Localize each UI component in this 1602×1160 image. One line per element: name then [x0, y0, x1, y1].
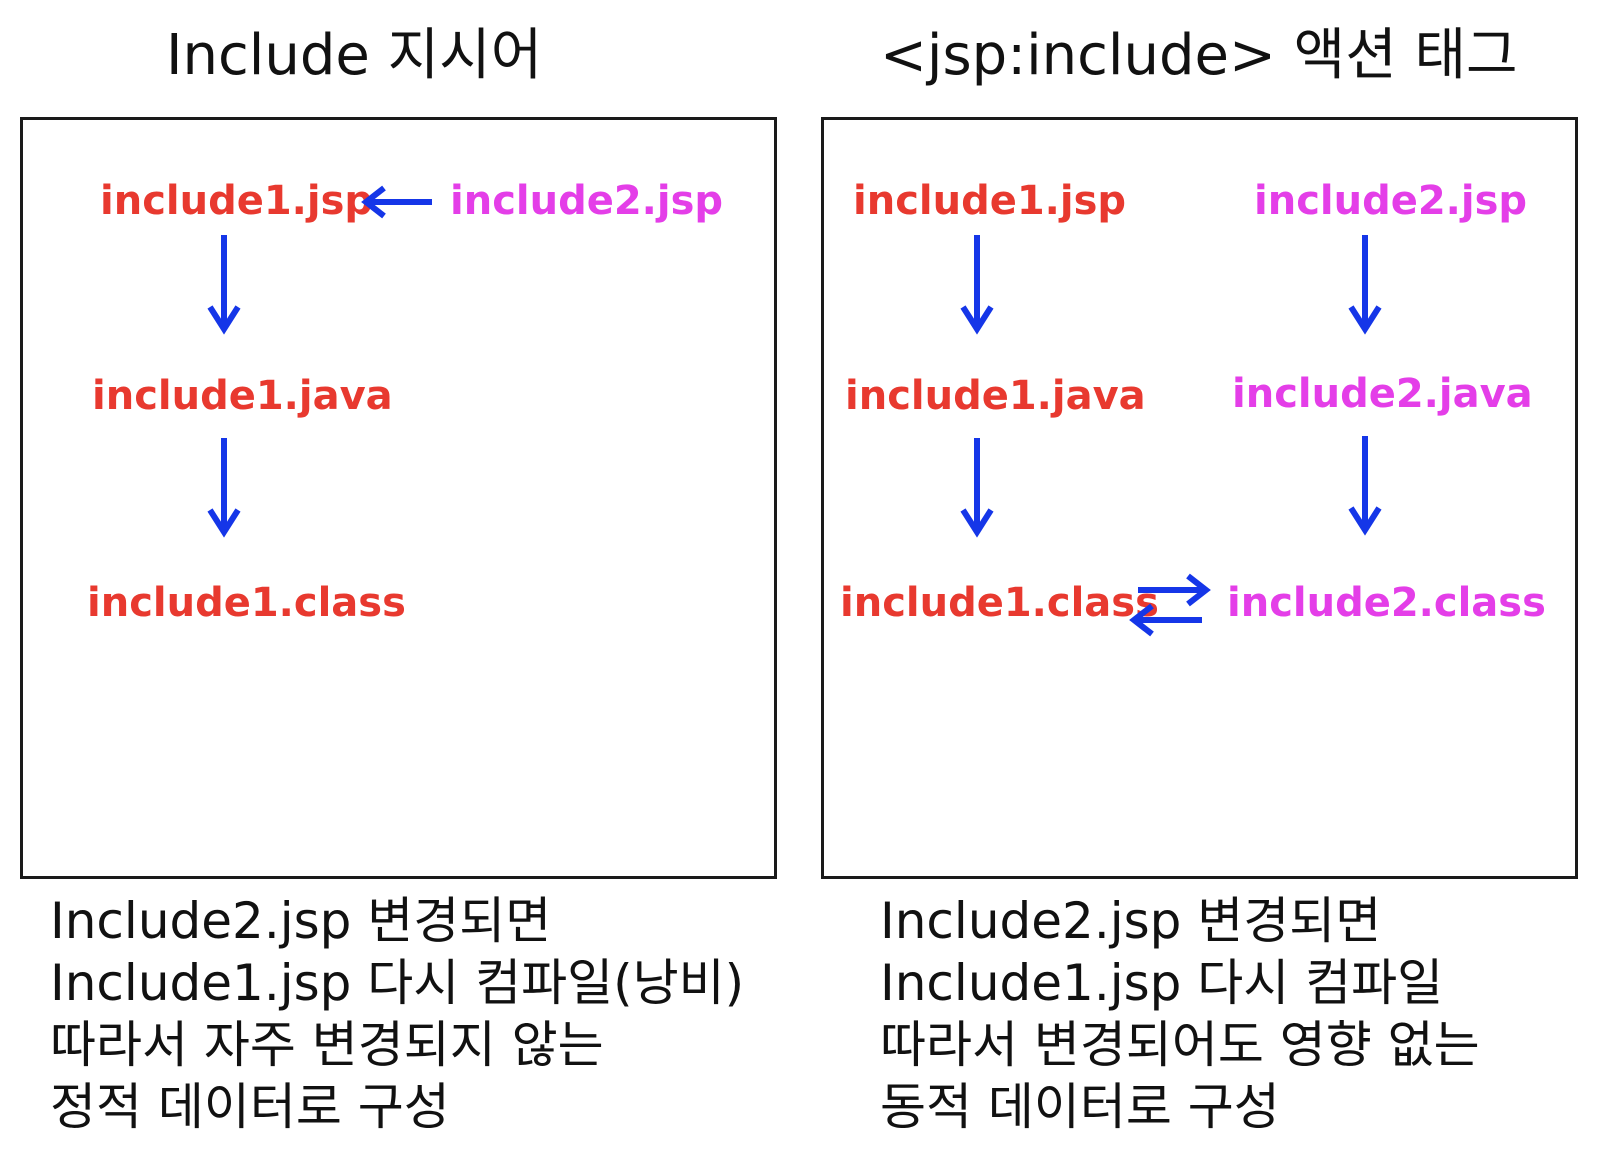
- right-include2-java: include2.java: [1232, 371, 1533, 417]
- caption-line: Include1.jsp 다시 컴파일: [880, 954, 1444, 1012]
- caption-line: 따라서 자주 변경되지 않는: [50, 1016, 604, 1074]
- jsp-include-action-panel: [821, 117, 1578, 879]
- left-include1-class: include1.class: [87, 580, 406, 626]
- caption-line: Include2.jsp 변경되면: [880, 892, 1382, 950]
- right-diagram-title: <jsp:include> 액션 태그: [880, 23, 1518, 88]
- arrow-down-icon: [960, 438, 994, 538]
- right-include1-java: include1.java: [845, 373, 1146, 419]
- left-caption: Include2.jsp 변경되면 Include1.jsp 다시 컴파일(낭비…: [50, 890, 744, 1138]
- right-include2-class: include2.class: [1227, 580, 1546, 626]
- right-include2-jsp: include2.jsp: [1254, 178, 1528, 224]
- left-diagram-title: Include 지시어: [166, 23, 543, 88]
- arrow-down-icon: [207, 438, 241, 538]
- caption-line: 동적 데이터로 구성: [880, 1078, 1280, 1136]
- right-include1-jsp: include1.jsp: [853, 178, 1127, 224]
- include-directive-panel: [20, 117, 777, 879]
- arrow-left-icon: [361, 185, 432, 219]
- arrow-down-icon: [207, 235, 241, 335]
- left-include2-jsp: include2.jsp: [450, 178, 724, 224]
- arrow-down-icon: [960, 235, 994, 335]
- left-include1-java: include1.java: [92, 373, 393, 419]
- exchange-arrows-icon: [1129, 573, 1211, 637]
- caption-line: 정적 데이터로 구성: [50, 1078, 450, 1136]
- right-caption: Include2.jsp 변경되면 Include1.jsp 다시 컴파일 따라…: [880, 890, 1480, 1138]
- right-include1-class: include1.class: [840, 580, 1159, 626]
- caption-line: Include1.jsp 다시 컴파일(낭비): [50, 954, 745, 1012]
- caption-line: 따라서 변경되어도 영향 없는: [880, 1016, 1480, 1074]
- left-include1-jsp: include1.jsp: [100, 178, 374, 224]
- arrow-down-icon: [1348, 436, 1382, 536]
- arrow-down-icon: [1348, 235, 1382, 335]
- caption-line: Include2.jsp 변경되면: [50, 892, 552, 950]
